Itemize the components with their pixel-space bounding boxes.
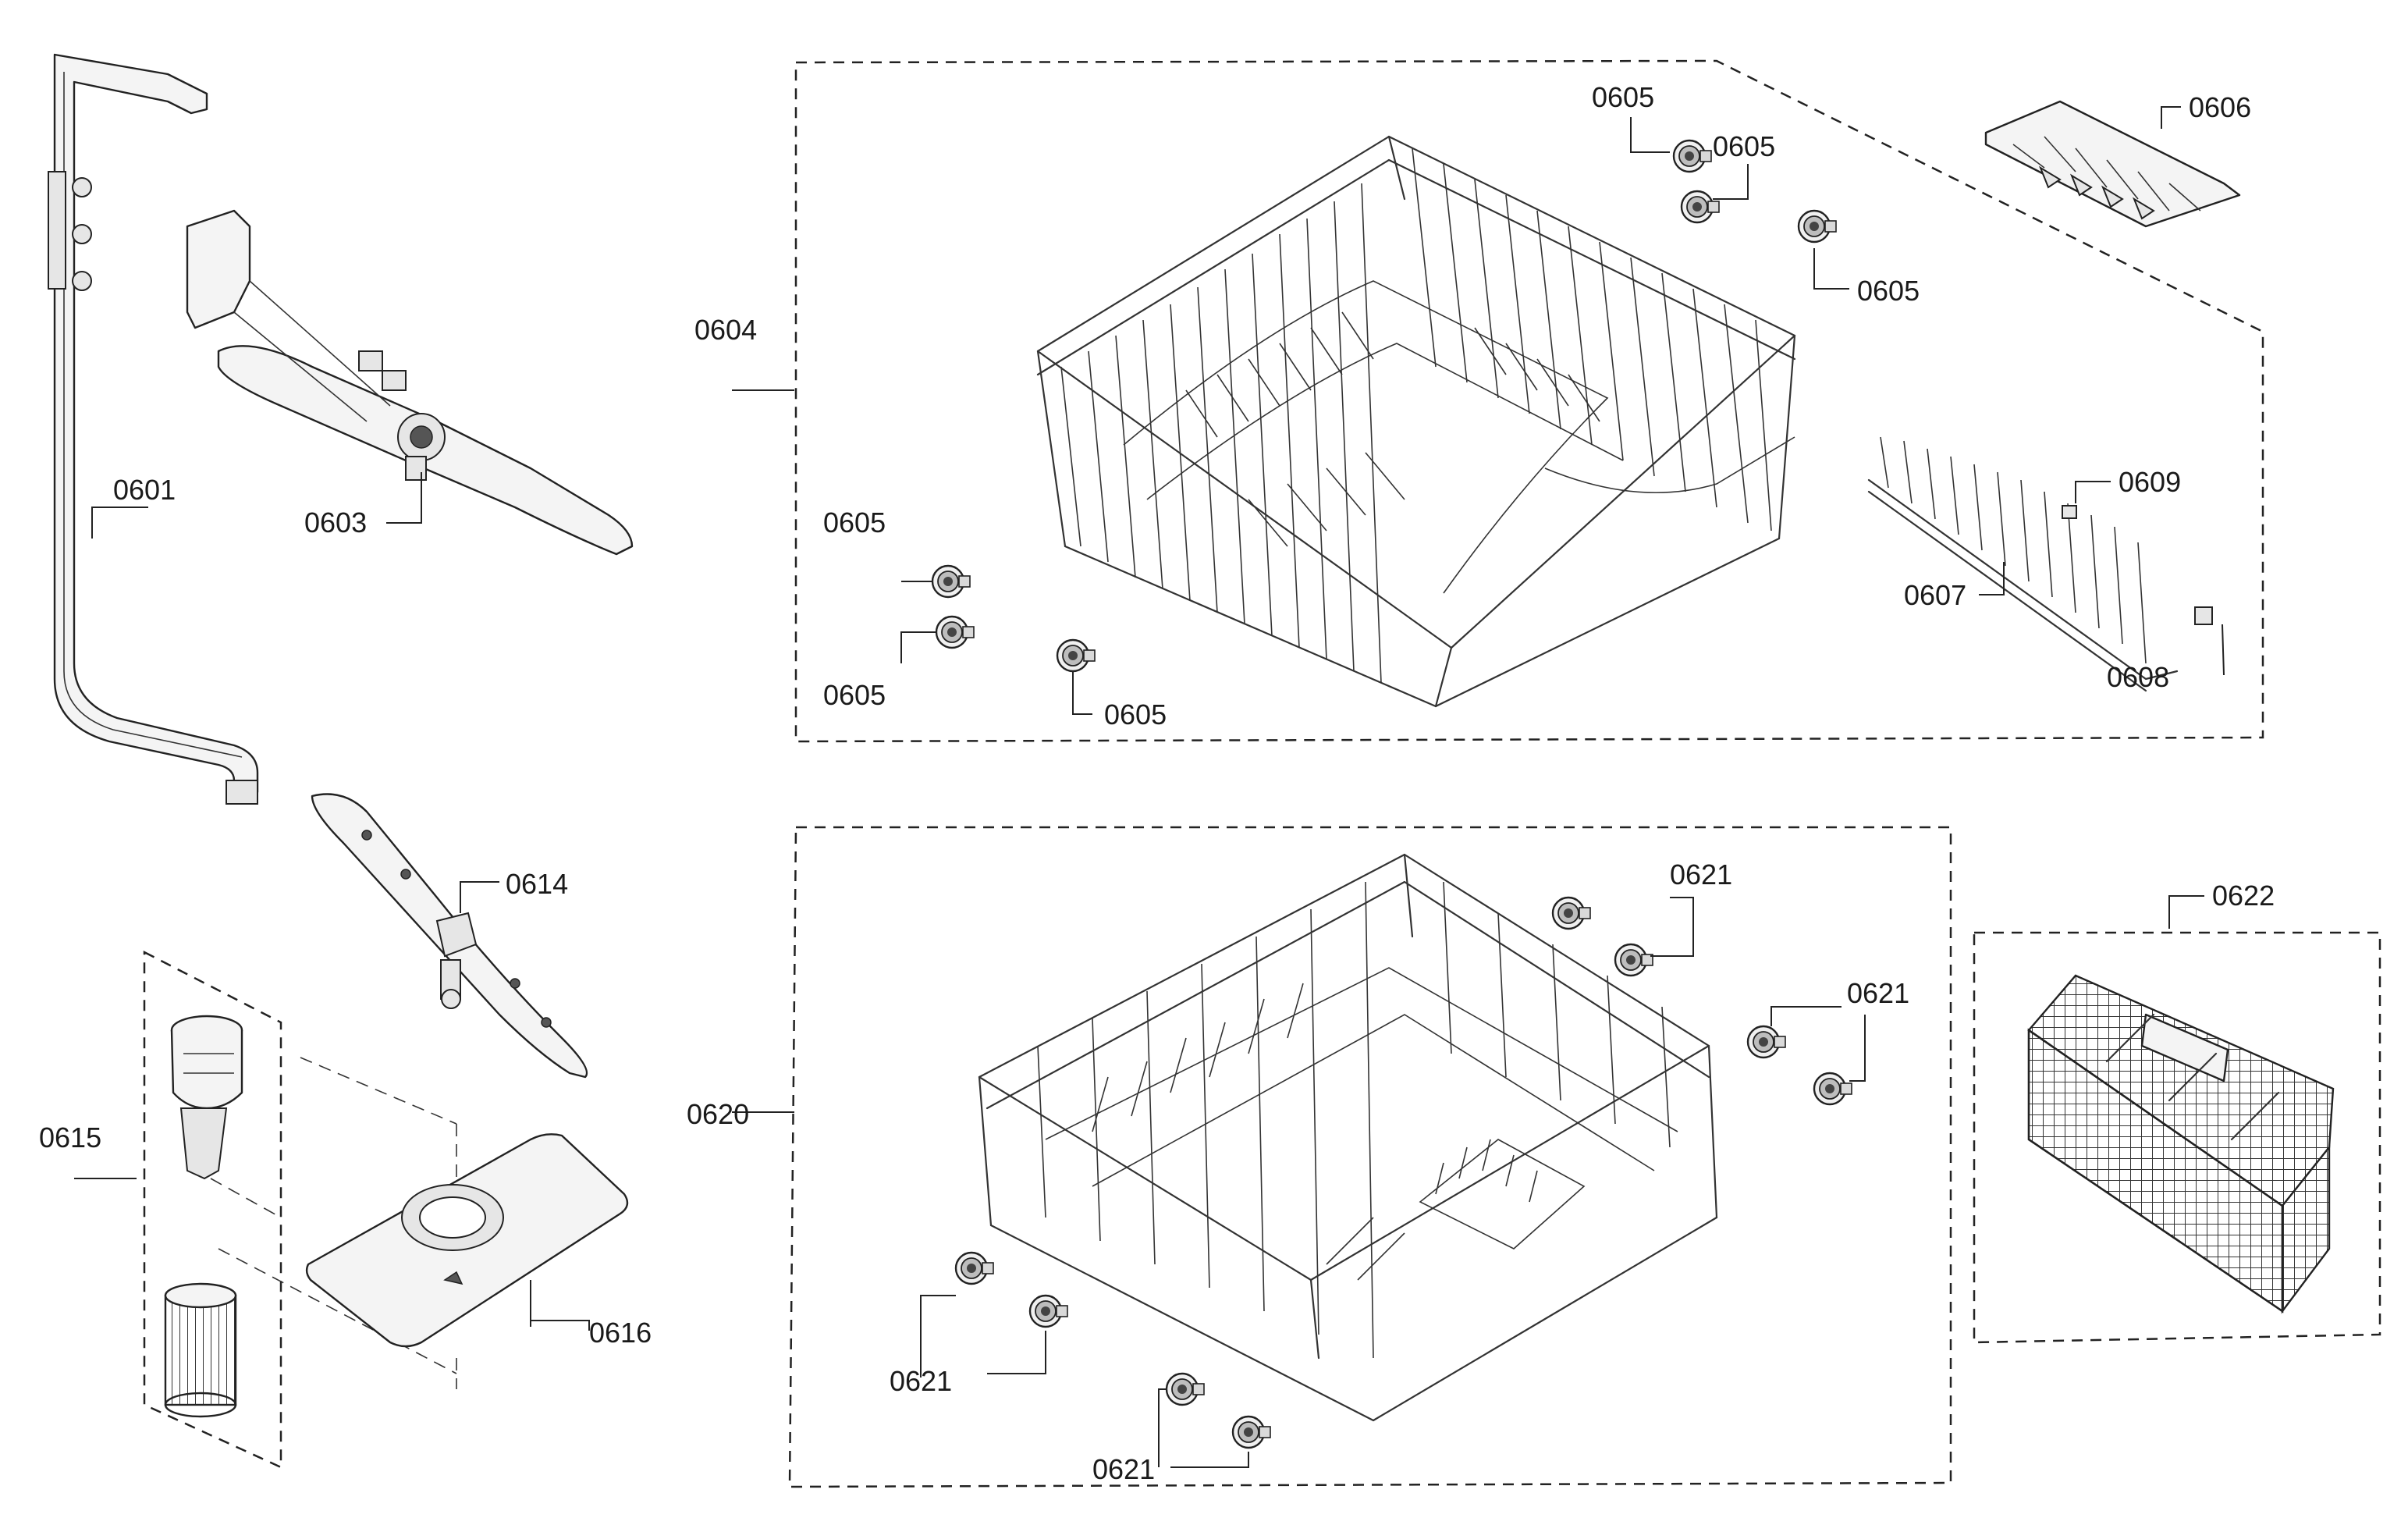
label-0605-a: 0605	[1592, 81, 1654, 113]
dashed-box-0615	[143, 950, 282, 1469]
rack-wheel-0605-1	[1672, 139, 1713, 173]
label-0620: 0620	[687, 1098, 749, 1130]
dashed-box-0604	[794, 59, 2264, 743]
dashed-box-0622	[1973, 931, 2381, 1344]
rack-wheel-0605-2	[1680, 190, 1721, 224]
rack-wheel-0621-7	[1165, 1372, 1206, 1406]
label-0621-c: 0621	[890, 1365, 952, 1397]
label-0603: 0603	[304, 507, 367, 539]
cutlery-basket-0622	[2027, 974, 2335, 1314]
label-0606: 0606	[2189, 91, 2251, 123]
label-0605-d: 0605	[823, 507, 886, 539]
rack-wheel-0621-6	[1028, 1294, 1069, 1328]
rack-wheel-0605-6	[1056, 638, 1096, 673]
label-0605-b: 0605	[1713, 130, 1775, 162]
leader-lines	[74, 106, 2225, 1468]
label-0615: 0615	[39, 1122, 101, 1154]
clip-0609	[2062, 505, 2077, 519]
rack-wheel-0621-4	[1813, 1072, 1853, 1106]
dashed-box-0620	[788, 826, 1952, 1488]
lower-rack-0620	[978, 853, 1718, 1422]
rack-wheel-0605-3	[1797, 209, 1838, 244]
rack-wheel-0621-8	[1231, 1415, 1272, 1449]
rack-wheel-0621-2	[1614, 943, 1654, 977]
label-0616: 0616	[589, 1317, 652, 1349]
upper-rack-0604	[1036, 135, 1796, 708]
upper-spray-arm-0603	[186, 209, 634, 556]
rack-wheel-0605-4	[931, 564, 971, 599]
rack-wheel-0621-3	[1746, 1025, 1787, 1059]
label-0601: 0601	[113, 474, 176, 506]
label-0621-d: 0621	[1092, 1453, 1155, 1485]
filter-plate-0616	[210, 1057, 629, 1389]
cup-shelf-0606	[1984, 100, 2241, 228]
label-0614: 0614	[506, 868, 568, 900]
label-0604: 0604	[694, 314, 757, 346]
supply-tube-0601	[48, 53, 259, 805]
rack-wheel-0621-5	[954, 1251, 995, 1285]
label-0605-e: 0605	[823, 679, 886, 711]
clip-0608	[2194, 606, 2213, 625]
label-0622: 0622	[2212, 880, 2275, 912]
rack-wheel-0605-5	[935, 615, 975, 649]
label-0621-b: 0621	[1847, 977, 1909, 1009]
label-0609: 0609	[2119, 466, 2181, 498]
label-0605-c: 0605	[1857, 275, 1920, 307]
rack-wheel-0621-1	[1551, 896, 1592, 930]
label-0607: 0607	[1904, 579, 1966, 611]
label-0621-a: 0621	[1670, 858, 1732, 890]
tine-row-0607	[1867, 436, 2179, 692]
lower-spray-arm-0614	[311, 793, 588, 1079]
label-0608: 0608	[2107, 661, 2169, 693]
label-0605-f: 0605	[1104, 699, 1167, 731]
filter-0615	[164, 1015, 243, 1418]
